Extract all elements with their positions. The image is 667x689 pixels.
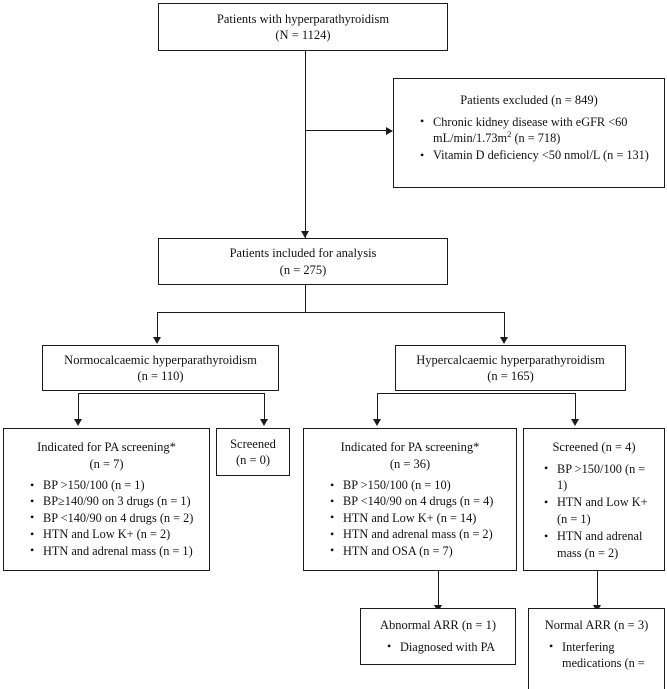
node-hyper-indicated: Indicated for PA screening* (n = 36) BP … <box>303 428 517 571</box>
node-hyper-indicated-line1: Indicated for PA screening* <box>340 440 480 454</box>
connector-included-stem <box>304 285 306 313</box>
arrowhead-hyper-indicated <box>373 419 381 426</box>
arrowhead-excluded <box>386 126 393 135</box>
node-hypercalcaemic: Hypercalcaemic hyperparathyroidism (n = … <box>395 345 626 391</box>
node-excluded-bullet-list: Chronic kidney disease with eGFR <60 mL/… <box>400 113 658 164</box>
node-hyper-screened-bullet-list: BP >150/100 (n = 1) HTN and Low K+ (n = … <box>530 460 658 562</box>
node-hypercalcaemic-line1: Hypercalcaemic hyperparathyroidism <box>416 352 605 367</box>
node-normocalcaemic-text: Normocalcaemic hyperparathyroidism (n = … <box>64 352 257 385</box>
node-normo-indicated-line1: Indicated for PA screening* <box>37 440 176 454</box>
list-item: HTN and Low K+ (n = 2) <box>30 526 203 543</box>
connector-normal-arr-drop <box>597 571 599 606</box>
connector-hyper-split <box>377 393 576 395</box>
connector-normo-left-drop <box>78 393 80 420</box>
list-item: BP >150/100 (n = 10) <box>330 476 510 493</box>
node-excluded-title: Patients excluded (n = 849) <box>460 93 598 107</box>
node-normal-arr-title: Normal ARR (n = 3) <box>544 618 649 632</box>
node-normocalcaemic-line1: Normocalcaemic hyperparathyroidism <box>64 352 257 367</box>
connector-cohort-vertical <box>304 51 306 238</box>
list-item: HTN and Low K+ (n = 14) <box>330 509 510 526</box>
node-normal-arr: Normal ARR (n = 3) Interfering medicatio… <box>528 608 665 689</box>
node-hyper-indicated-text: Indicated for PA screening* (n = 36) <box>310 439 510 472</box>
list-item: BP≥140/90 on 3 drugs (n = 1) <box>30 493 203 510</box>
list-item: BP <140/90 on 4 drugs (n = 4) <box>330 493 510 510</box>
list-item: BP >150/100 (n = 1) <box>544 460 658 494</box>
node-hypercalcaemic-line2: (n = 165) <box>487 369 534 383</box>
node-excluded: Patients excluded (n = 849) Chronic kidn… <box>393 78 665 188</box>
node-hypercalcaemic-text: Hypercalcaemic hyperparathyroidism (n = … <box>416 352 604 385</box>
node-normo-screened-line2: (n = 0) <box>235 453 271 467</box>
connector-hyper-right-drop <box>575 393 577 420</box>
connector-normo-right-drop <box>264 393 266 420</box>
node-normocalcaemic: Normocalcaemic hyperparathyroidism (n = … <box>42 345 279 391</box>
node-included: Patients included for analysis (n = 275) <box>158 238 448 285</box>
list-item: HTN and Low K+ (n = 1) <box>544 494 658 527</box>
connector-excluded-horizontal <box>304 130 387 132</box>
node-included-line2: (n = 275) <box>279 262 327 277</box>
connector-hypercalcaemic-drop <box>504 312 506 338</box>
node-normo-indicated: Indicated for PA screening* (n = 7) BP >… <box>3 428 210 571</box>
node-normo-screened: Screened (n = 0) <box>216 428 290 476</box>
node-normo-screened-text: Screened (n = 0) <box>230 436 276 469</box>
node-normo-screened-line1: Screened <box>230 436 276 451</box>
list-item: HTN and adrenal mass (n = 1) <box>30 542 203 559</box>
node-hyper-indicated-line2: (n = 36) <box>389 456 431 471</box>
node-normo-indicated-bullet-list: BP >150/100 (n = 1) BP≥140/90 on 3 drugs… <box>10 476 203 559</box>
connector-normo-split <box>78 393 265 395</box>
arrowhead-included <box>300 231 309 238</box>
list-item: Chronic kidney disease with eGFR <60 mL/… <box>420 113 658 147</box>
node-abnormal-arr-title: Abnormal ARR (n = 1) <box>379 618 497 632</box>
node-total-cohort-text: Patients with hyperparathyroidism (N = 1… <box>217 11 389 44</box>
node-normocalcaemic-line2: (n = 110) <box>137 369 184 383</box>
node-normo-indicated-line2: (n = 7) <box>89 456 124 471</box>
list-item: HTN and OSA (n = 7) <box>330 542 510 559</box>
connector-abnormal-arr-drop <box>438 571 440 606</box>
node-total-cohort: Patients with hyperparathyroidism (N = 1… <box>158 3 448 51</box>
arrowhead-normocalcaemic <box>153 337 161 344</box>
node-normal-arr-bullet-list: Interfering medications (n = <box>535 638 658 672</box>
node-abnormal-arr-bullet-list: Diagnosed with PA <box>367 638 509 655</box>
list-item: HTN and adrenal mass (n = 2) <box>330 526 510 543</box>
list-item: BP <140/90 on 4 drugs (n = 2) <box>30 509 203 526</box>
node-total-cohort-line2: (N = 1124) <box>275 28 331 42</box>
node-included-text: Patients included for analysis (n = 275) <box>230 245 377 278</box>
node-normo-indicated-text: Indicated for PA screening* (n = 7) <box>10 439 203 472</box>
list-item: HTN and adrenal mass (n = 2) <box>544 528 658 561</box>
arrowhead-normo-screened <box>260 419 268 426</box>
connector-hyper-left-drop <box>377 393 379 420</box>
list-item: Vitamin D deficiency <50 nmol/L (n = 131… <box>420 147 658 164</box>
node-hyper-screened: Screened (n = 4) BP >150/100 (n = 1) HTN… <box>523 428 665 571</box>
arrowhead-hypercalcaemic <box>500 337 508 344</box>
list-item: Interfering medications (n = <box>549 638 658 672</box>
node-total-cohort-line1: Patients with hyperparathyroidism <box>216 11 390 26</box>
node-hyper-indicated-bullet-list: BP >150/100 (n = 10) BP <140/90 on 4 dru… <box>310 476 510 559</box>
list-item: BP >150/100 (n = 1) <box>30 476 203 493</box>
node-included-line1: Patients included for analysis <box>229 246 377 260</box>
connector-normocalcaemic-drop <box>157 312 159 338</box>
node-hyper-screened-title: Screened (n = 4) <box>552 440 636 454</box>
list-item: Diagnosed with PA <box>387 638 509 655</box>
connector-cohort-split <box>157 312 505 314</box>
node-abnormal-arr: Abnormal ARR (n = 1) Diagnosed with PA <box>360 608 516 665</box>
arrowhead-normo-indicated <box>74 419 82 426</box>
arrowhead-hyper-screened <box>571 419 579 426</box>
